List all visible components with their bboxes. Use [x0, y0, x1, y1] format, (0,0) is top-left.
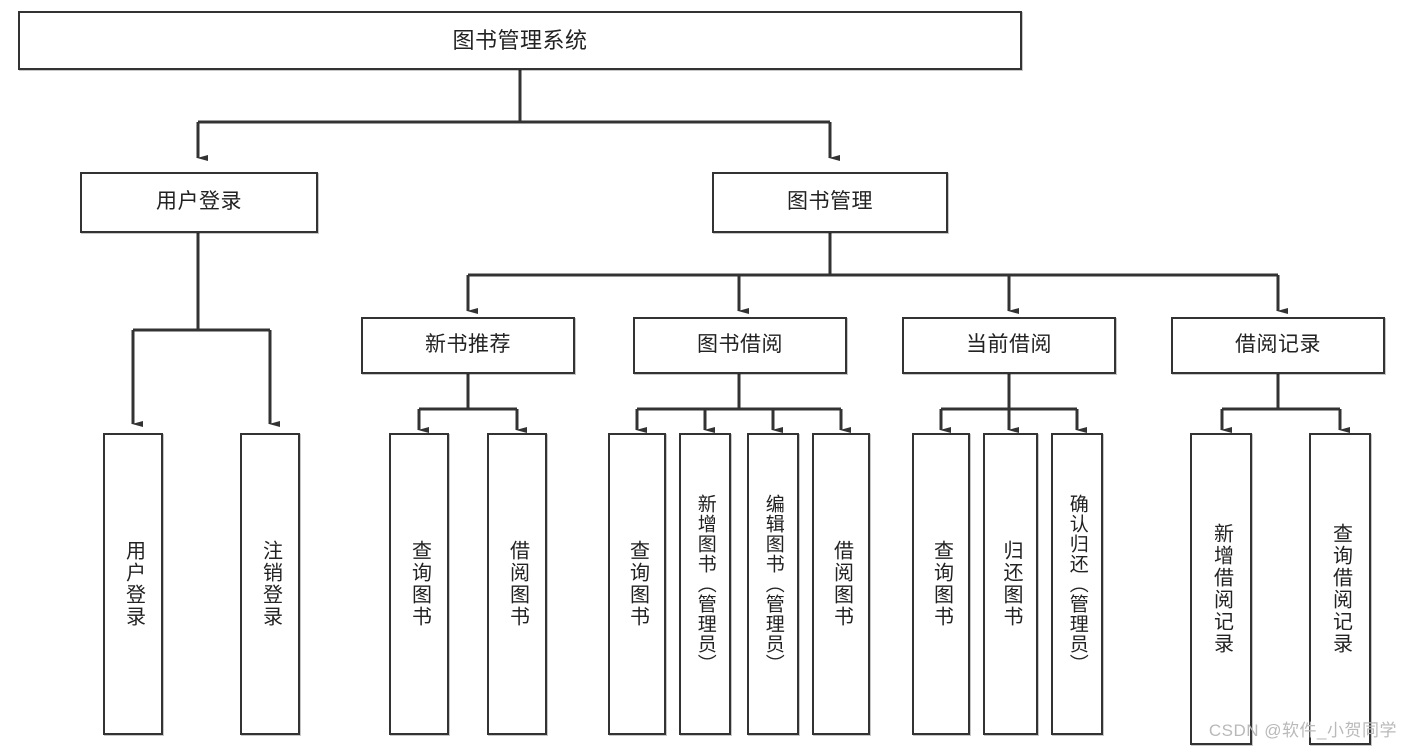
- node-leaf-add-book-admin[interactable]: 新增图书（管理员）: [679, 433, 731, 735]
- node-leaf-query-book-recommend[interactable]: 查询图书: [389, 433, 449, 735]
- node-label: 当前借阅: [966, 333, 1052, 357]
- node-leaf-confirm-return-admin[interactable]: 确认归还（管理员）: [1051, 433, 1103, 735]
- node-leaf-query-borrow-record[interactable]: 查询借阅记录: [1309, 433, 1371, 745]
- node-leaf-borrow-book-recommend[interactable]: 借阅图书: [487, 433, 547, 735]
- node-book-borrow[interactable]: 图书借阅: [633, 317, 847, 374]
- node-label: 借阅图书: [830, 540, 853, 628]
- node-label: 借阅记录: [1235, 333, 1321, 357]
- node-borrow-record[interactable]: 借阅记录: [1171, 317, 1385, 374]
- node-label: 编辑图书（管理员）: [762, 494, 784, 674]
- node-label: 查询图书: [930, 540, 953, 628]
- node-book-manage[interactable]: 图书管理: [712, 172, 948, 233]
- node-label: 新增借阅记录: [1210, 523, 1233, 655]
- node-new-book-recommend[interactable]: 新书推荐: [361, 317, 575, 374]
- node-leaf-query-book-borrow[interactable]: 查询图书: [608, 433, 666, 735]
- node-leaf-borrow-book[interactable]: 借阅图书: [812, 433, 870, 735]
- node-label: 图书管理: [787, 190, 873, 214]
- node-label: 用户登录: [122, 540, 145, 628]
- node-leaf-user-login[interactable]: 用户登录: [103, 433, 163, 735]
- node-user-login[interactable]: 用户登录: [80, 172, 318, 233]
- node-label: 图书借阅: [697, 333, 783, 357]
- node-root-system[interactable]: 图书管理系统: [18, 11, 1022, 70]
- node-label: 查询图书: [626, 540, 649, 628]
- node-label: 查询图书: [408, 540, 431, 628]
- node-label: 图书管理系统: [452, 27, 588, 53]
- node-label: 归还图书: [1000, 540, 1022, 628]
- csdn-watermark: CSDN @软件_小贺同学: [1208, 721, 1397, 740]
- node-leaf-logout[interactable]: 注销登录: [240, 433, 300, 735]
- node-label: 查询借阅记录: [1329, 523, 1352, 655]
- node-label: 借阅图书: [506, 540, 529, 628]
- node-current-borrow[interactable]: 当前借阅: [902, 317, 1116, 374]
- node-label: 用户登录: [156, 190, 242, 214]
- node-leaf-edit-book-admin[interactable]: 编辑图书（管理员）: [747, 433, 799, 735]
- node-label: 新书推荐: [425, 333, 511, 357]
- node-label: 确认归还（管理员）: [1066, 494, 1088, 674]
- node-label: 注销登录: [259, 540, 282, 628]
- node-leaf-add-borrow-record[interactable]: 新增借阅记录: [1190, 433, 1252, 745]
- node-leaf-query-book-current[interactable]: 查询图书: [912, 433, 970, 735]
- node-label: 新增图书（管理员）: [694, 494, 716, 674]
- node-leaf-return-book[interactable]: 归还图书: [983, 433, 1038, 735]
